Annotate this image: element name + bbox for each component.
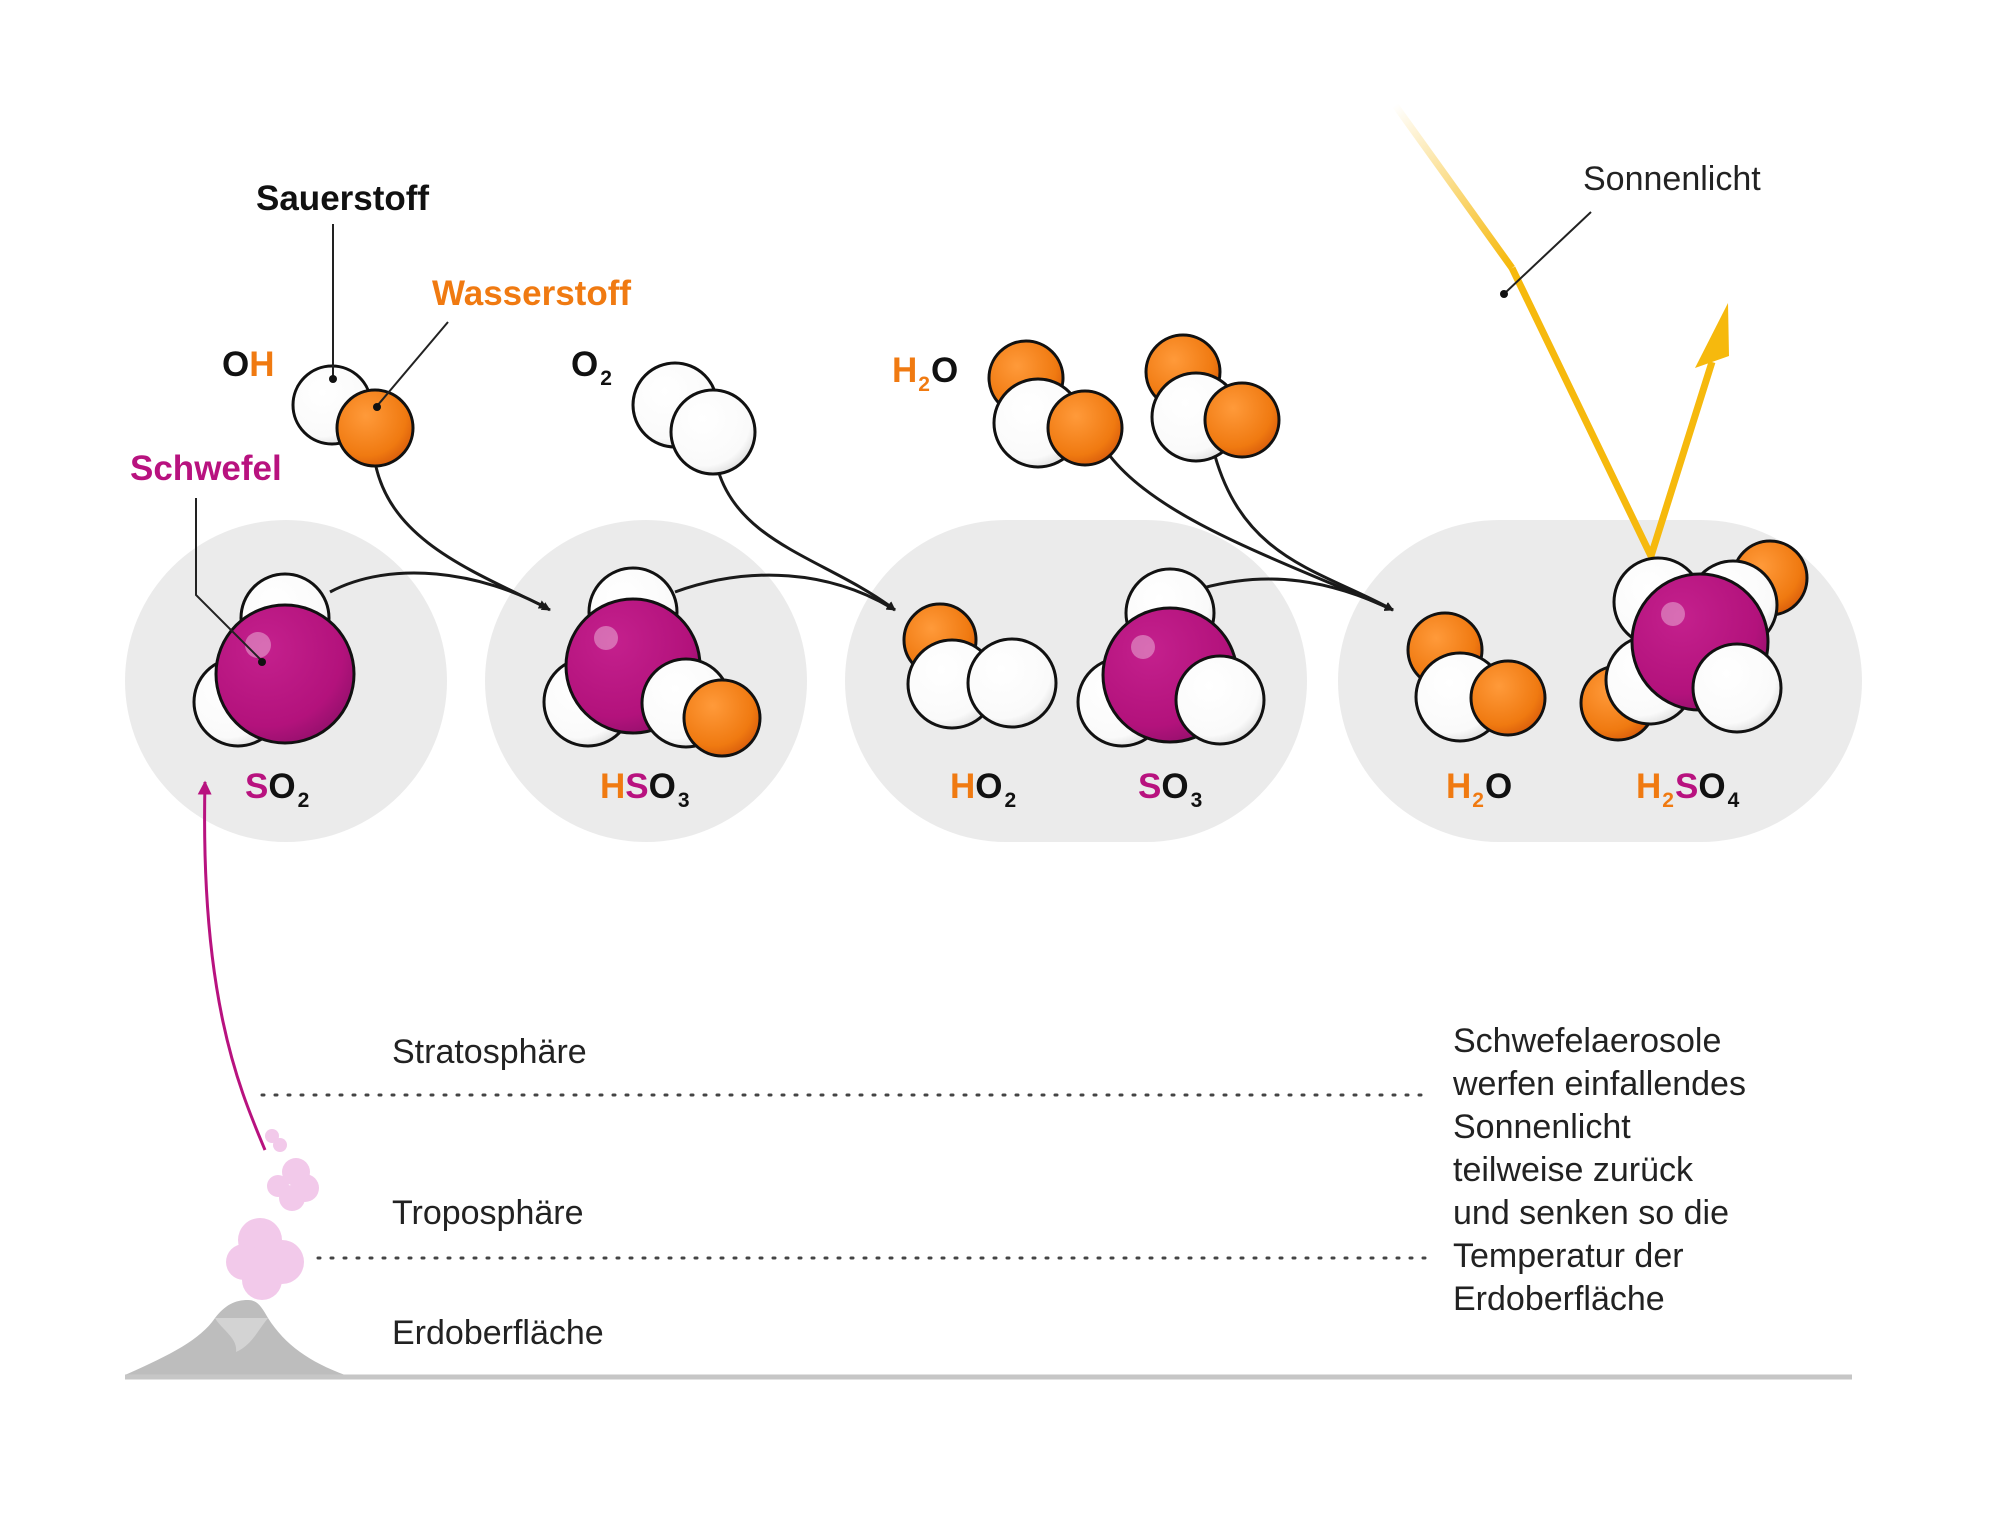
layer-stratosphere: Stratosphäre <box>392 1033 587 1071</box>
oxygen-atom <box>669 388 757 476</box>
svg-text:Temperatur der: Temperatur der <box>1453 1237 1684 1275</box>
label-oh: OH <box>222 345 275 384</box>
label-so2: SO2 <box>245 767 309 812</box>
atmosphere-layers: Stratosphäre Troposphäre Erdoberfläche <box>125 1033 1852 1380</box>
hydrogen-atom <box>1469 659 1547 737</box>
svg-text:und senken so die: und senken so die <box>1453 1194 1729 1232</box>
reactant-labels: OH O2 H2O <box>222 345 958 396</box>
molecule-so2 <box>192 572 356 748</box>
atom-highlight <box>1661 602 1685 626</box>
label-so3: SO3 <box>1138 767 1202 812</box>
sunlight-label: Sonnenlicht <box>1500 160 1761 298</box>
molecule-h2so4 <box>1579 539 1809 742</box>
molecule-so3 <box>1076 567 1266 748</box>
arrow-h2o-b-to-h2o <box>1213 455 1394 612</box>
oxygen-atom <box>1174 654 1266 746</box>
hydrogen-atom <box>1046 389 1124 467</box>
arrow-o2-to-ho2 <box>716 469 896 612</box>
label-o2: O2 <box>571 345 612 390</box>
svg-text:Sonnenlicht: Sonnenlicht <box>1583 160 1761 198</box>
svg-text:Sonnenlicht: Sonnenlicht <box>1453 1108 1631 1146</box>
molecule-hso3 <box>542 566 762 758</box>
key-hydrogen: Wasserstoff <box>432 274 631 313</box>
arrow-so2-to-hso3 <box>329 571 551 612</box>
sunlight-ray <box>1392 102 1729 566</box>
product-labels: SO2 HSO3 HO2 SO3 H2O H2SO4 <box>245 767 1740 812</box>
reflected-arrow-head <box>1695 303 1729 368</box>
svg-text:teilweise zurück: teilweise zurück <box>1453 1151 1694 1189</box>
arrow-hso3-to-ho2 <box>674 573 896 612</box>
key-sulfur: Schwefel <box>130 449 282 488</box>
atom-highlight <box>245 632 271 658</box>
sulfur-atom <box>214 603 356 745</box>
label-hso3: HSO3 <box>600 767 690 812</box>
label-h2so4: H2SO4 <box>1636 767 1740 812</box>
layer-surface: Erdoberfläche <box>392 1314 604 1352</box>
molecule-h2o-product <box>1406 611 1547 743</box>
hydrogen-atom <box>682 678 762 758</box>
label-ho2: HO2 <box>950 767 1016 812</box>
svg-text:Erdoberfläche: Erdoberfläche <box>1453 1280 1665 1318</box>
arrow-so3-to-h2o <box>1202 577 1394 612</box>
oxygen-atom <box>966 637 1058 729</box>
molecule-h2o-a <box>987 339 1124 469</box>
label-h2o-reactant: H2O <box>892 351 958 396</box>
svg-text:Schwefelaerosole: Schwefelaerosole <box>1453 1022 1721 1060</box>
element-key: Sauerstoff Wasserstoff Schwefel <box>130 179 631 666</box>
label-h2o-product: H2O <box>1446 767 1512 812</box>
oxygen-atom <box>1691 642 1783 734</box>
reaction-arrows <box>329 455 1394 612</box>
emission-arrow <box>197 780 267 1151</box>
emission-plume <box>226 1129 319 1300</box>
volcano <box>125 780 345 1375</box>
molecule-o2 <box>631 361 757 476</box>
molecule-h2o-b <box>1144 333 1281 463</box>
explanation-text: Schwefelaerosole werfen einfallendes Son… <box>1452 1022 1746 1318</box>
molecule-ho2 <box>902 602 1058 730</box>
svg-text:werfen einfallendes: werfen einfallendes <box>1452 1065 1746 1103</box>
layer-troposphere: Troposphäre <box>392 1194 584 1232</box>
hydrogen-atom <box>335 388 415 468</box>
atom-highlight <box>1131 635 1155 659</box>
molecule-oh <box>291 364 415 468</box>
hydrogen-atom <box>1203 381 1281 459</box>
key-oxygen: Sauerstoff <box>256 179 429 218</box>
atom-highlight <box>594 626 618 650</box>
